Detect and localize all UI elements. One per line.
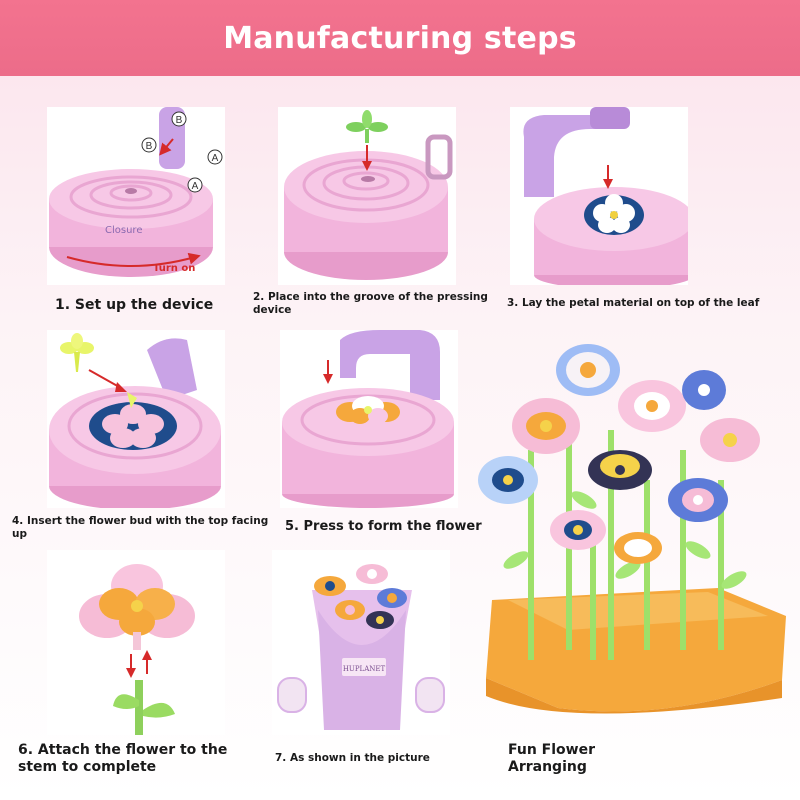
step-6-image bbox=[47, 550, 225, 735]
showcase-caption: Fun Flower Arranging bbox=[508, 742, 595, 775]
showcase-image bbox=[468, 330, 798, 730]
step-7-caption: 7. As shown in the picture bbox=[275, 752, 430, 764]
label-b-right: B bbox=[176, 115, 183, 126]
step-2-caption: 2. Place into the groove of the pressing… bbox=[253, 291, 488, 316]
step-3-caption: 3. Lay the petal material on top of the … bbox=[507, 297, 760, 309]
step-1-caption: 1. Set up the device bbox=[55, 297, 214, 313]
label-a-right: A bbox=[212, 153, 219, 164]
bouquet-tag-text: HUPLANET bbox=[343, 665, 386, 673]
step-6-caption: 6. Attach the flower to the stem to comp… bbox=[18, 742, 228, 775]
step-4-image bbox=[47, 330, 225, 508]
step-1-image: B B A A Closure Turn on bbox=[47, 107, 225, 285]
step-5-image bbox=[280, 330, 458, 508]
step-4-caption: 4. Insert the flower bud with the top fa… bbox=[12, 515, 269, 540]
step-3-image bbox=[510, 107, 688, 285]
step-2-image bbox=[278, 107, 456, 285]
label-a-lower: A bbox=[192, 181, 199, 192]
turn-on-label: Turn on bbox=[153, 263, 195, 274]
step-7-image: HUPLANET bbox=[272, 550, 450, 735]
header-banner: Manufacturing steps bbox=[0, 0, 800, 76]
closure-label: Closure bbox=[105, 225, 142, 236]
step-5-caption: 5. Press to form the flower bbox=[285, 519, 482, 534]
page-title: Manufacturing steps bbox=[223, 20, 577, 56]
label-b-top: B bbox=[146, 141, 153, 152]
